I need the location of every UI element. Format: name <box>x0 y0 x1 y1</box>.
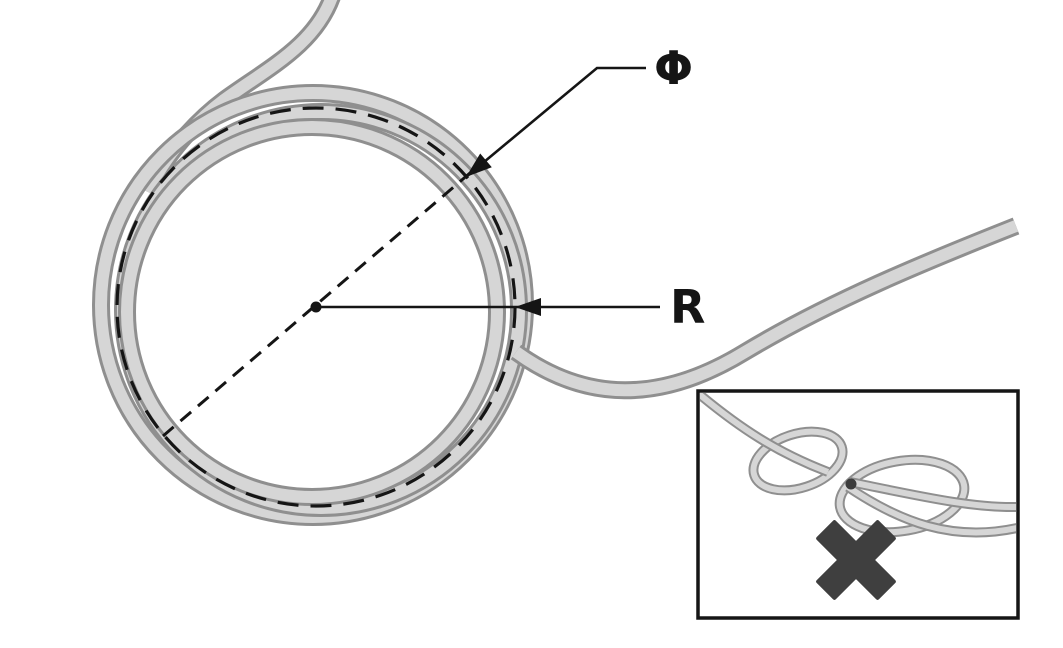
diameter-dimension: Φ <box>162 41 693 438</box>
knot-left-loop <box>748 426 848 496</box>
cable-coil <box>92 0 1020 526</box>
prohibition-inset <box>696 389 1020 620</box>
diameter-label: Φ <box>654 41 693 95</box>
knot-right-loop <box>834 454 970 538</box>
diameter-leader-line <box>465 66 646 178</box>
prohibition-cross-icon <box>816 520 896 600</box>
knot-center-point <box>845 478 857 490</box>
outgoing-cable <box>510 217 1020 400</box>
knot-exit-strand <box>849 477 1016 513</box>
knot-exit-strand <box>845 482 1016 538</box>
knot-entry-strand <box>700 393 830 477</box>
knotted-cable <box>700 393 1016 538</box>
radius-dimension: R <box>310 280 705 334</box>
coil-turn <box>118 118 506 506</box>
radius-arrowhead-icon <box>515 298 541 316</box>
radius-label: R <box>670 280 705 334</box>
